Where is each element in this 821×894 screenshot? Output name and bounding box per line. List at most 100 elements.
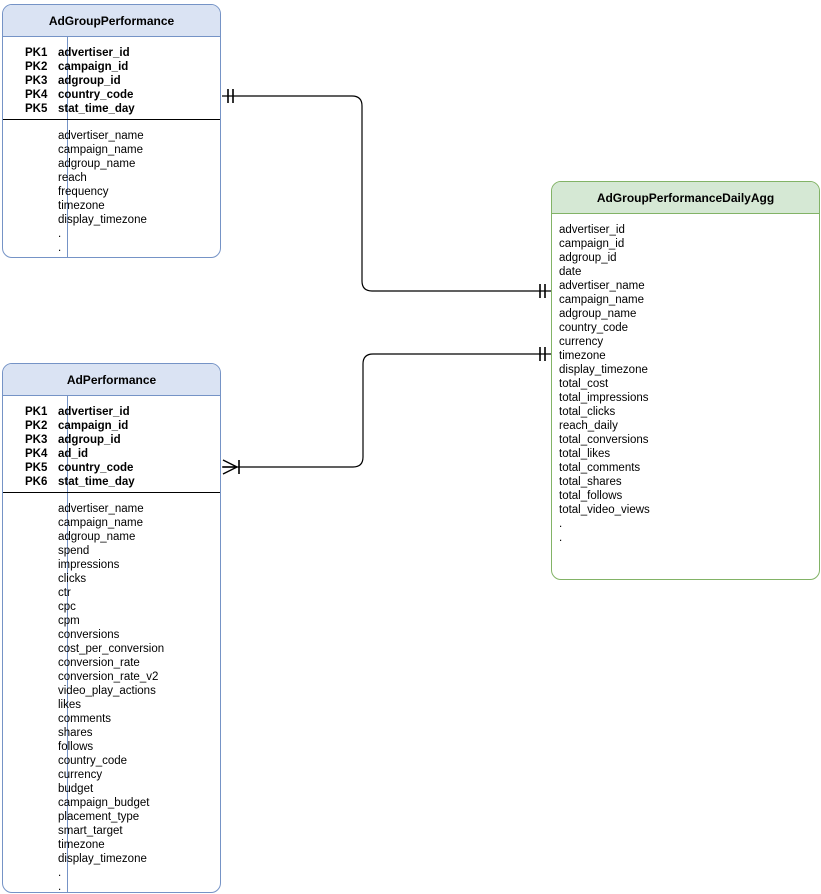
- attribute-row: adgroup_id: [552, 251, 819, 265]
- attribute-row: currency: [3, 768, 220, 782]
- attribute-row: clicks: [3, 572, 220, 586]
- primary-key-tag: PK1: [25, 406, 48, 418]
- attribute-ellipsis: .: [58, 867, 62, 879]
- attribute-row: advertiser_name: [3, 129, 220, 143]
- attribute-name: country_code: [559, 322, 629, 334]
- attribute-name: advertiser_name: [58, 503, 144, 515]
- attribute-name: campaign_name: [58, 517, 144, 529]
- attribute-row: frequency: [3, 185, 220, 199]
- attribute-row: impressions: [3, 558, 220, 572]
- attribute-row: ctr: [3, 586, 220, 600]
- attribute-name: campaign_name: [58, 144, 144, 156]
- attribute-row: advertiser_id: [552, 223, 819, 237]
- attribute-row: reach_daily: [552, 419, 819, 433]
- attribute-name: follows: [58, 741, 94, 753]
- attribute-name: comments: [58, 713, 112, 725]
- attribute-name: total_clicks: [559, 406, 616, 418]
- attribute-name: timezone: [58, 839, 105, 851]
- entity-title-adgroup-performance-daily-agg: AdGroupPerformanceDailyAgg: [552, 182, 819, 214]
- pk-column-divider: [67, 396, 68, 892]
- key-field-name: advertiser_id: [58, 47, 130, 59]
- pk-column-divider: [67, 37, 68, 257]
- attribute-row: spend: [3, 544, 220, 558]
- attribute-name: shares: [58, 727, 93, 739]
- attribute-name: total_conversions: [559, 434, 649, 446]
- attribute-ellipsis-row: .: [552, 531, 819, 545]
- attribute-name: adgroup_name: [58, 158, 136, 170]
- key-field-name: adgroup_id: [58, 434, 121, 446]
- attribute-row: adgroup_name: [3, 157, 220, 171]
- primary-key-tag: PK2: [25, 61, 48, 73]
- attribute-row: campaign_name: [3, 516, 220, 530]
- attribute-ellipsis: .: [58, 228, 62, 240]
- attribute-name: currency: [58, 769, 103, 781]
- relationship-line: [222, 95, 551, 292]
- attribute-row: total_follows: [552, 489, 819, 503]
- attribute-name: timezone: [58, 200, 105, 212]
- attribute-name: total_comments: [559, 462, 641, 474]
- attribute-name: adgroup_id: [559, 252, 617, 264]
- attribute-name: currency: [559, 336, 604, 348]
- primary-key-tag: PK6: [25, 476, 48, 488]
- primary-key-tag: PK2: [25, 420, 48, 432]
- attribute-row: campaign_name: [552, 293, 819, 307]
- attribute-row: comments: [3, 712, 220, 726]
- attribute-row: display_timezone: [3, 213, 220, 227]
- attribute-name: campaign_id: [559, 238, 625, 250]
- attribute-row: conversion_rate_v2: [3, 670, 220, 684]
- attribute-name: video_play_actions: [58, 685, 156, 697]
- attribute-row: cpc: [3, 600, 220, 614]
- attribute-row: adgroup_name: [3, 530, 220, 544]
- attribute-row: follows: [3, 740, 220, 754]
- attribute-row: advertiser_name: [552, 279, 819, 293]
- relationship-ad-to-agg[interactable]: [222, 347, 551, 475]
- attribute-name: display_timezone: [58, 853, 147, 865]
- attribute-row: conversions: [3, 628, 220, 642]
- attribute-row: timezone: [3, 199, 220, 213]
- attribute-row: reach: [3, 171, 220, 185]
- attribute-name: conversions: [58, 629, 120, 641]
- attribute-row: campaign_id: [552, 237, 819, 251]
- attribute-row: campaign_name: [3, 143, 220, 157]
- attribute-name: total_follows: [559, 490, 623, 502]
- attribute-row: total_likes: [552, 447, 819, 461]
- relationship-adgroup-to-agg[interactable]: [222, 89, 551, 298]
- attribute-ellipsis: .: [58, 242, 62, 254]
- attribute-name: display_timezone: [58, 214, 147, 226]
- entity-adgroup-performance-daily-agg[interactable]: AdGroupPerformanceDailyAgg advertiser_id…: [551, 181, 820, 580]
- attribute-row: conversion_rate: [3, 656, 220, 670]
- primary-key-tag: PK4: [25, 448, 48, 460]
- attribute-row: timezone: [552, 349, 819, 363]
- attribute-row: placement_type: [3, 810, 220, 824]
- attribute-name: cost_per_conversion: [58, 643, 165, 655]
- attribute-row: cpm: [3, 614, 220, 628]
- key-field-row: PK3 adgroup_id: [3, 74, 220, 88]
- attribute-name: placement_type: [58, 811, 140, 823]
- primary-key-tag: PK3: [25, 75, 48, 87]
- attribute-row: cost_per_conversion: [3, 642, 220, 656]
- attribute-row: country_code: [3, 754, 220, 768]
- attribute-name: cpc: [58, 601, 76, 613]
- key-field-name: campaign_id: [58, 61, 129, 73]
- attribute-name: advertiser_name: [559, 280, 645, 292]
- attribute-name: conversion_rate: [58, 657, 140, 669]
- entity-title-ad-performance: AdPerformance: [3, 364, 220, 396]
- attribute-row: timezone: [3, 838, 220, 852]
- attribute-row: date: [552, 265, 819, 279]
- attribute-name: date: [559, 266, 582, 278]
- relationship-line: [222, 353, 551, 468]
- key-field-name: adgroup_id: [58, 75, 121, 87]
